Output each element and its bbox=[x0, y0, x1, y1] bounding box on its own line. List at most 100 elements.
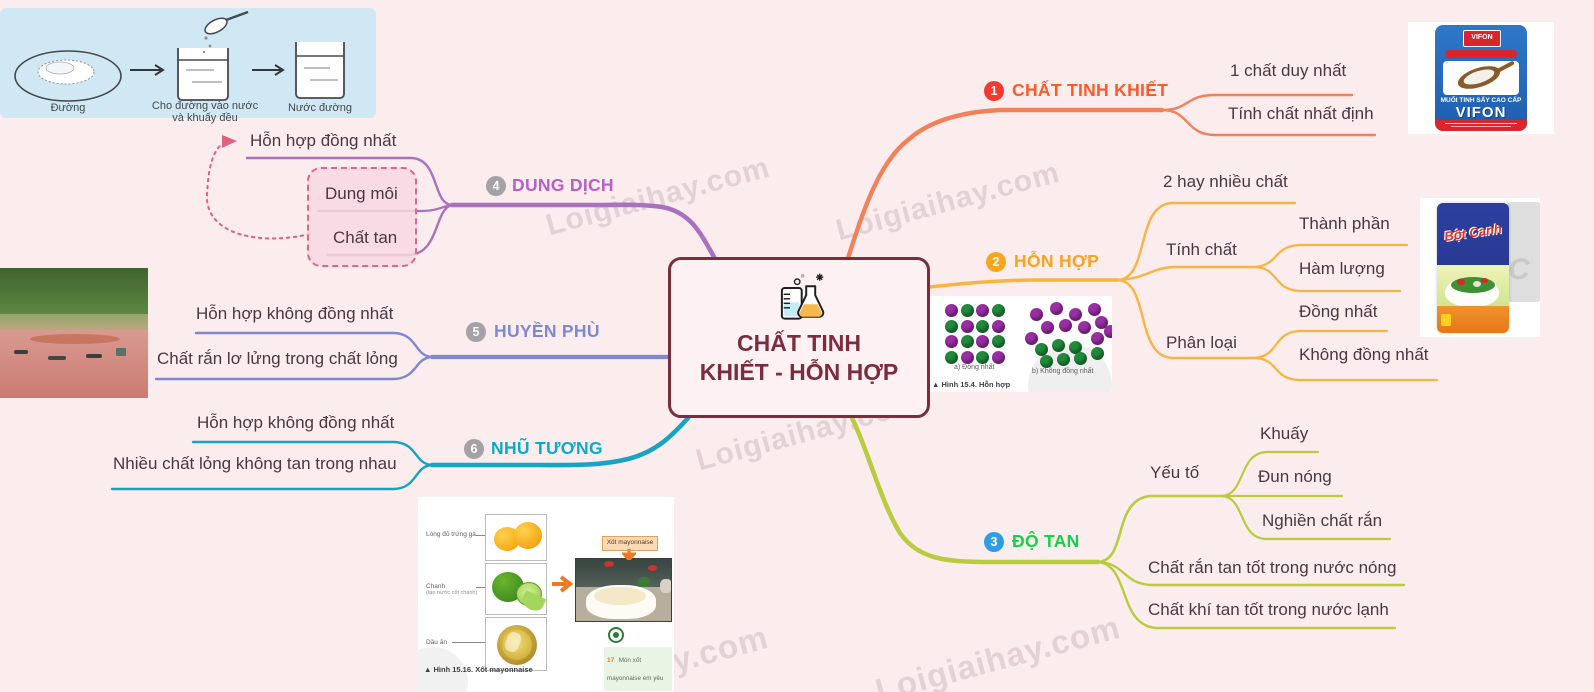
solvent-solute-group-box bbox=[307, 167, 417, 267]
exercise-number: 17 bbox=[607, 657, 615, 664]
particle-label-a: a) Đồng nhất bbox=[954, 364, 995, 371]
particle-dot bbox=[1069, 308, 1082, 321]
particle-dot bbox=[1104, 325, 1112, 338]
particle-dot bbox=[1095, 316, 1108, 329]
salt-pack-brand: VIFON bbox=[1455, 104, 1507, 121]
sugar-solution-drawing bbox=[14, 10, 345, 102]
oil-photo bbox=[485, 617, 547, 671]
branch6-child: Nhiều chất lỏng không tan trong nhau bbox=[113, 454, 397, 473]
sugar-water-label: Nước đường bbox=[287, 102, 352, 114]
particle-dot bbox=[1091, 347, 1104, 360]
lime-sublabel: (tạo nước cốt chanh) bbox=[426, 590, 478, 596]
exercise-note: 17 Món xốt mayonnaise em yêu thích sử dụ… bbox=[604, 647, 672, 691]
particle-dot bbox=[976, 304, 989, 317]
branch2-child: Tính chất bbox=[1166, 240, 1237, 259]
branch3-child: Chất rắn tan tốt trong nước nóng bbox=[1148, 558, 1397, 577]
particle-caption: ▲ Hình 15.4. Hỗn hợp bbox=[932, 380, 1011, 389]
branch3-child: Yếu tố bbox=[1150, 463, 1200, 482]
mayonnaise-figure: Lòng đỏ trứng gà Chanh (tạo nước cốt cha… bbox=[418, 497, 674, 692]
particle-dot bbox=[976, 335, 989, 348]
vifon-salt-package: VIFON MUỐI TINH SẤY CAO CẤP VIFON bbox=[1408, 22, 1554, 134]
particle-dot bbox=[991, 335, 1005, 348]
boat bbox=[14, 350, 28, 354]
boat bbox=[48, 356, 66, 360]
branch4-child: Hỗn hợp đồng nhất bbox=[250, 131, 397, 150]
central-topic-title-line1: CHẤT TINH bbox=[737, 330, 861, 356]
branch5-label: HUYỀN PHÙ bbox=[494, 321, 600, 341]
particle-dot bbox=[991, 304, 1005, 317]
branch2-badge: 2 bbox=[986, 252, 1006, 272]
mayonnaise-photo bbox=[575, 558, 672, 622]
branch4-badge: 4 bbox=[486, 176, 506, 196]
branch5-badge: 5 bbox=[466, 322, 486, 342]
particle-dot bbox=[1059, 319, 1072, 332]
lime-label: Chanh bbox=[426, 583, 446, 590]
particle-dot bbox=[1030, 308, 1043, 321]
particle-dot bbox=[1074, 352, 1087, 365]
particle-dot bbox=[1041, 321, 1054, 334]
dashed-arrow bbox=[205, 135, 311, 240]
background-logo-watermark bbox=[1504, 202, 1540, 302]
particle-dot bbox=[1091, 332, 1104, 345]
boat bbox=[116, 348, 126, 356]
branch3-child: Chất khí tan tốt trong nước lạnh bbox=[1148, 600, 1389, 619]
mayo-caption: ▲ Hình 15.16. Xốt mayonnaise bbox=[424, 665, 533, 674]
branch3-grandchild: Nghiền chất rắn bbox=[1262, 511, 1383, 530]
branch1-label: CHẤT TINH KHIẾT bbox=[1012, 80, 1169, 100]
branch1-child: Tính chất nhất định bbox=[1228, 104, 1374, 123]
egg-yolk-label: Lòng đỏ trứng gà bbox=[426, 531, 476, 538]
branch3-label: ĐỘ TAN bbox=[1012, 531, 1080, 551]
exercise-text: Món xốt mayonnaise em yêu thích sử dụng … bbox=[607, 657, 664, 682]
oil-label: Dầu ăn bbox=[426, 639, 447, 646]
recycle-badge-icon bbox=[608, 627, 624, 643]
particle-dot bbox=[976, 319, 989, 333]
branch5-child: Chất rắn lơ lửng trong chất lỏng bbox=[157, 349, 398, 368]
branch1-child: 1 chất duy nhất bbox=[1230, 61, 1347, 80]
lime-photo bbox=[485, 563, 547, 615]
particle-dot bbox=[960, 319, 974, 333]
particle-dot bbox=[1052, 339, 1065, 352]
branch6-badge: 6 bbox=[464, 439, 484, 459]
branch3-lines bbox=[849, 415, 1406, 630]
combine-arrow-icon bbox=[552, 575, 574, 593]
particle-dot bbox=[1040, 355, 1053, 368]
particle-dot bbox=[960, 350, 974, 364]
particle-dot bbox=[945, 335, 958, 348]
particle-dot bbox=[1050, 302, 1063, 315]
branch2-grandchild: Thành phần bbox=[1299, 214, 1390, 233]
particle-dot bbox=[1078, 321, 1091, 334]
branch4-label: DUNG DỊCH bbox=[512, 175, 614, 195]
particle-dot bbox=[1035, 343, 1048, 356]
particle-dot bbox=[1088, 303, 1101, 316]
branch1-lines bbox=[845, 93, 1377, 261]
branch3-grandchild: Khuấy bbox=[1260, 424, 1309, 443]
particle-dot bbox=[960, 335, 974, 348]
particle-dot bbox=[976, 350, 989, 364]
central-topic-title-line2: KHIẾT - HỖN HỢP bbox=[699, 359, 899, 385]
particle-dot bbox=[991, 319, 1005, 333]
branch2-child: 2 hay nhiều chất bbox=[1163, 172, 1288, 191]
branch6-lines bbox=[110, 415, 691, 491]
particle-dot bbox=[945, 350, 958, 364]
branch2-label: HỖN HỢP bbox=[1014, 251, 1100, 271]
particle-dot bbox=[1025, 332, 1038, 345]
sugar-label: Đường bbox=[50, 102, 86, 114]
vifon-logo: VIFON bbox=[1463, 30, 1501, 47]
branch2-grandchild: Hàm lượng bbox=[1299, 259, 1385, 278]
central-topic: CHẤT TINH KHIẾT - HỖN HỢP bbox=[668, 257, 930, 418]
branch6-label: NHŨ TƯƠNG bbox=[491, 438, 603, 458]
branch5-child: Hỗn hợp không đồng nhất bbox=[196, 304, 394, 323]
branch6-child: Hỗn hợp không đồng nhất bbox=[197, 413, 395, 432]
particle-dot bbox=[945, 319, 958, 333]
particle-dot bbox=[1069, 341, 1082, 354]
branch2-grandchild: Không đồng nhất bbox=[1299, 345, 1429, 364]
branch3-badge: 3 bbox=[984, 532, 1004, 552]
mixture-particle-diagram: a) Đồng nhất b) Không đồng nhất ▲ Hình 1… bbox=[928, 296, 1112, 392]
boat bbox=[86, 354, 102, 358]
particle-dot bbox=[1057, 353, 1070, 366]
particle-label-b: b) Không đồng nhất bbox=[1032, 368, 1094, 375]
branch2-child: Phân loại bbox=[1166, 333, 1237, 352]
branch4-child-solute: Chất tan bbox=[333, 228, 398, 247]
